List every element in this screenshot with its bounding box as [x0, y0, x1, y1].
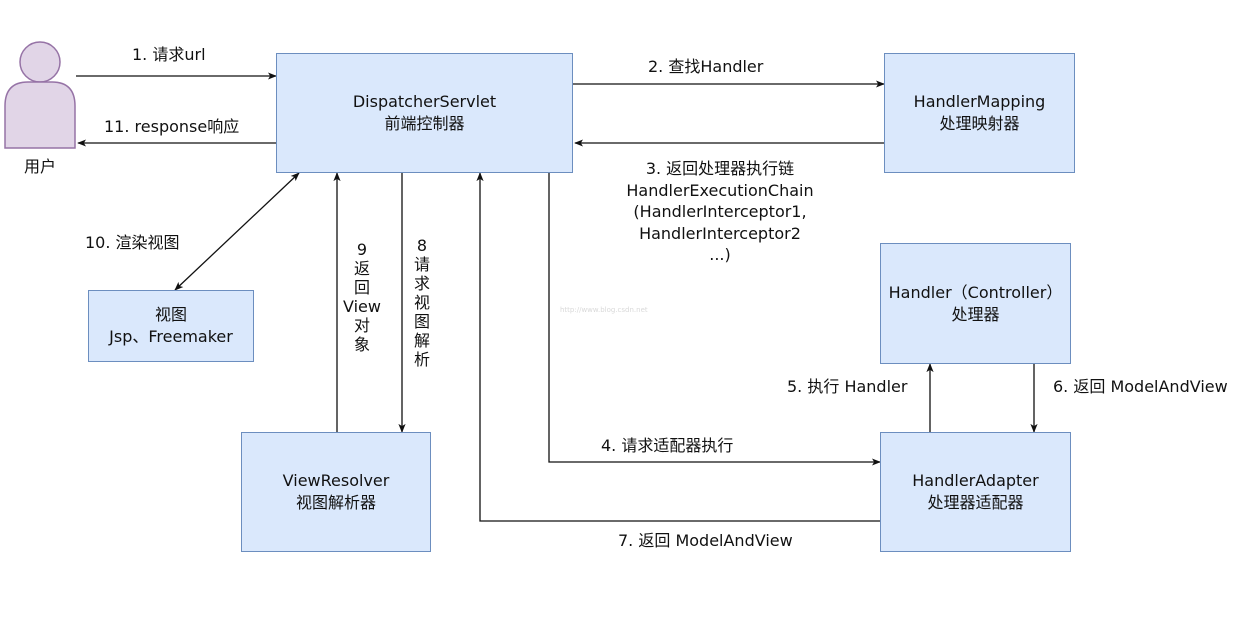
view-resolver-title: ViewResolver [282, 471, 390, 490]
view-title: 视图 [154, 305, 187, 324]
view-resolver-box: ViewResolver 视图解析器 [241, 432, 431, 552]
step-3-line-1: 3. 返回处理器执行链 [645, 159, 795, 178]
handler-mapping-title: HandlerMapping [913, 92, 1046, 111]
step-2-label: 2. 查找Handler [648, 57, 764, 76]
handler-adapter-title: HandlerAdapter [912, 471, 1039, 490]
handler-title: Handler（Controller） [888, 282, 1063, 302]
watermark: http://www.blog.csdn.net [560, 306, 648, 314]
step-4-label: 4. 请求适配器执行 [601, 436, 734, 455]
step-1-label: 1. 请求url [132, 45, 206, 64]
step-10-label: 10. 渲染视图 [85, 233, 180, 252]
handler-subtitle: 处理器 [951, 304, 1000, 324]
dispatcher-servlet-box: DispatcherServlet 前端控制器 [276, 53, 573, 173]
handler-mapping-box: HandlerMapping 处理映射器 [884, 53, 1075, 173]
handler-mapping-subtitle: 处理映射器 [939, 114, 1020, 133]
arrow-7-return-mav [476, 172, 880, 522]
step-3-line-5: ...) [709, 245, 731, 264]
step-7-label: 7. 返回 ModelAndView [618, 531, 793, 550]
step-6-label: 6. 返回 ModelAndView [1053, 377, 1228, 396]
view-resolver-subtitle: 视图解析器 [295, 493, 376, 512]
user-label: 用户 [23, 157, 56, 176]
handler-box: Handler（Controller） 处理器 [880, 243, 1071, 364]
dispatcher-servlet-subtitle: 前端控制器 [384, 114, 465, 133]
step-3-line-2: HandlerExecutionChain [626, 180, 814, 200]
step-5-label: 5. 执行 Handler [787, 377, 908, 396]
dispatcher-servlet-title: DispatcherServlet [352, 92, 497, 111]
step-3-line-4: HandlerInterceptor2 [639, 223, 801, 243]
view-box: 视图 Jsp、Freemaker [88, 290, 254, 362]
handler-adapter-box: HandlerAdapter 处理器适配器 [880, 432, 1071, 552]
step-3-label: 3. 返回处理器执行链 HandlerExecutionChain (Handl… [620, 158, 820, 266]
arrow-10-render [174, 172, 300, 291]
step-11-label: 11. response响应 [104, 117, 240, 136]
step-3-line-3: (HandlerInterceptor1, [633, 202, 807, 221]
view-subtitle: Jsp、Freemaker [109, 327, 233, 346]
person-icon [4, 41, 76, 149]
handler-adapter-subtitle: 处理器适配器 [927, 493, 1024, 512]
arrow-4-request-adapter [548, 173, 881, 466]
